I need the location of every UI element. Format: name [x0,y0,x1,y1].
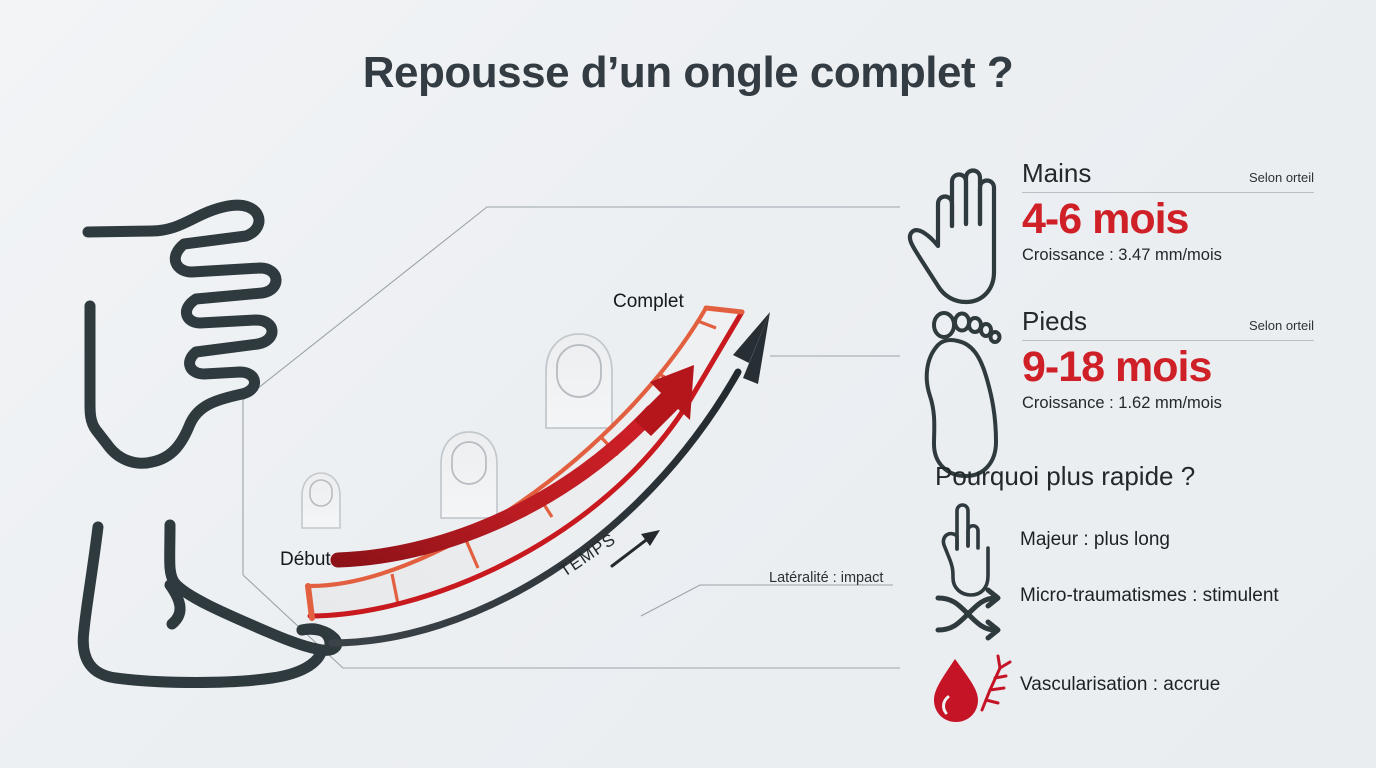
temps-arrow-icon [610,530,660,568]
reasons-section-title: Pourquoi plus rapide ? [935,461,1196,491]
pointing-finger-icon [941,503,990,597]
stat-growth-rate: Croissance : 3.47 mm/mois [1022,246,1222,265]
stat-title: Pieds [1022,306,1088,336]
stat-header: Mains Selon orteil [1022,158,1314,193]
stat-header: Pieds Selon orteil [1022,306,1314,341]
stat-card-hands: Mains Selon orteil 4-6 mois Croissance :… [1022,158,1314,265]
stat-title: Mains [1022,158,1092,188]
reason-item: Majeur : plus long [1020,529,1170,550]
reason-item: Micro-traumatismes : stimulent [1020,585,1279,606]
shuffle-icon [935,587,1001,641]
stat-note: Selon orteil [1248,318,1314,333]
leader-lines [242,206,900,669]
nail-stage-small [301,472,341,529]
stat-card-feet: Pieds Selon orteil 9-18 mois Croissance … [1022,306,1314,413]
page-title: Repousse d’un ongle complet ? [362,48,1014,97]
reason-item: Vascularisation : accrue [1020,674,1221,695]
nail-stage-large [545,333,613,429]
hand-outline-icon [82,199,282,469]
foot-icon [924,311,1002,478]
hand-icon [907,168,997,305]
diagram-end-label: Complet [613,291,684,312]
diagram-side-note: Latéralité : impact [769,570,884,586]
time-arrow-dark [328,312,770,647]
stat-growth-rate: Croissance : 1.62 mm/mois [1022,394,1222,413]
stat-note: Selon orteil [1248,170,1314,185]
blood-drop-icon [934,654,1012,722]
growth-arrow-red [330,365,694,568]
diagram-start-label: Début [280,549,331,570]
stat-value: 9-18 mois [1022,343,1212,391]
nail-stage-medium [440,431,498,519]
stat-value: 4-6 mois [1022,195,1189,243]
